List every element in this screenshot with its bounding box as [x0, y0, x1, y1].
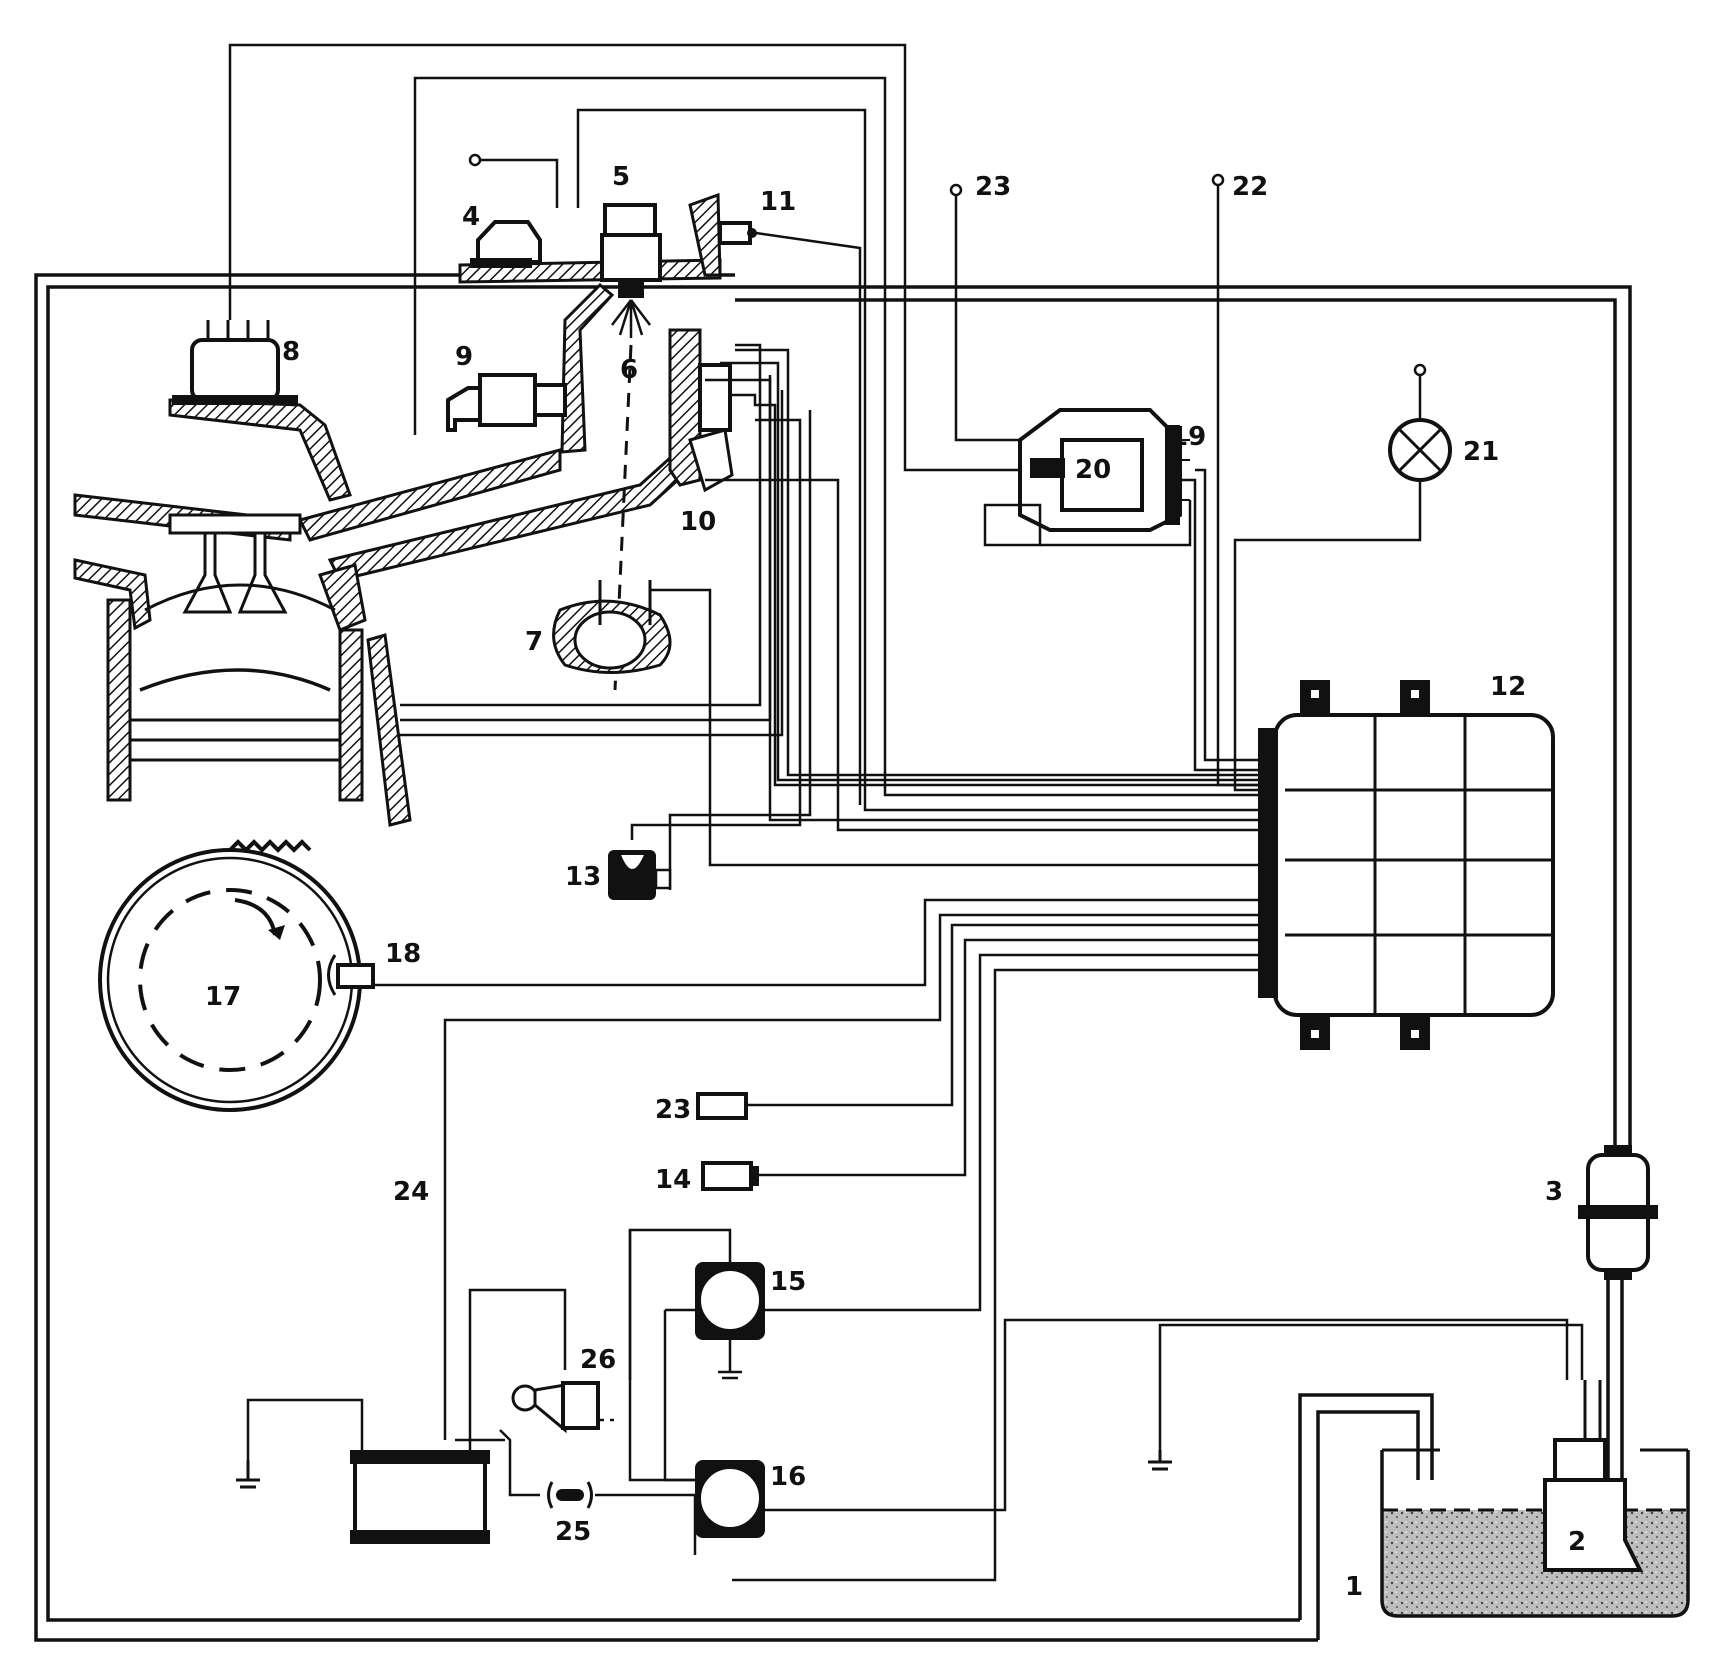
label-9: 9 — [455, 342, 473, 372]
throttle-axis — [613, 344, 633, 691]
fuel-filter — [1578, 1145, 1658, 1280]
label-20: 20 — [1075, 455, 1111, 485]
label-7: 7 — [525, 627, 543, 657]
label-11: 11 — [760, 187, 796, 217]
sensor-14 — [701, 1161, 753, 1191]
sensor-23-lower — [696, 1092, 748, 1120]
fuel-line-loop — [34, 273, 1632, 1642]
label-23-lower: 23 — [655, 1095, 691, 1125]
label-16: 16 — [770, 1462, 806, 1492]
label-3: 3 — [1545, 1177, 1563, 1207]
fuse — [547, 1481, 593, 1509]
label-15: 15 — [770, 1267, 806, 1297]
label-14: 14 — [655, 1165, 691, 1195]
label-13: 13 — [565, 862, 601, 892]
sensor-14-connector — [751, 1166, 759, 1186]
electronic-control-unit — [1258, 680, 1555, 1050]
label-8: 8 — [282, 337, 300, 367]
idle-speed-actuator — [446, 373, 567, 432]
warning-lamp — [1388, 363, 1452, 482]
label-4: 4 — [462, 202, 480, 232]
coolant-temperature-sensor — [608, 850, 672, 900]
label-25: 25 — [555, 1517, 591, 1547]
air-flow-meter — [552, 580, 672, 674]
intake-air-temperature-sensor — [688, 363, 734, 493]
label-24: 24 — [393, 1177, 429, 1207]
ignition-coil-module — [983, 408, 1192, 547]
label-5: 5 — [612, 162, 630, 192]
throttle-position-switch — [688, 192, 757, 277]
relay-16 — [695, 1460, 765, 1538]
crankshaft-speed-sensor — [327, 954, 375, 996]
battery — [350, 1450, 490, 1544]
label-10: 10 — [680, 507, 716, 537]
wiring-harness — [228, 43, 1584, 1582]
fuel-pressure-regulator — [470, 220, 542, 268]
fuel-tank — [1380, 1448, 1690, 1618]
ignition-switch — [511, 1381, 600, 1434]
ignition-distributor — [172, 320, 298, 405]
label-26: 26 — [580, 1345, 616, 1375]
label-1: 1 — [1345, 1572, 1363, 1602]
label-17: 17 — [205, 982, 241, 1012]
ground-symbol — [236, 1450, 1172, 1489]
relay-15 — [695, 1262, 765, 1380]
flywheel — [98, 839, 362, 1112]
label-22: 22 — [1232, 172, 1268, 202]
label-19: 19 — [1170, 422, 1206, 452]
label-2: 2 — [1568, 1527, 1586, 1557]
fuel-injector — [600, 203, 662, 338]
electric-fuel-pump — [1543, 1380, 1644, 1572]
label-21: 21 — [1463, 437, 1499, 467]
callout-labels: 1 2 3 4 5 6 7 8 9 10 11 12 13 14 15 16 1… — [205, 162, 1586, 1602]
label-18: 18 — [385, 939, 421, 969]
label-6: 6 — [620, 355, 638, 385]
label-12: 12 — [1490, 672, 1526, 702]
label-23-top: 23 — [975, 172, 1011, 202]
